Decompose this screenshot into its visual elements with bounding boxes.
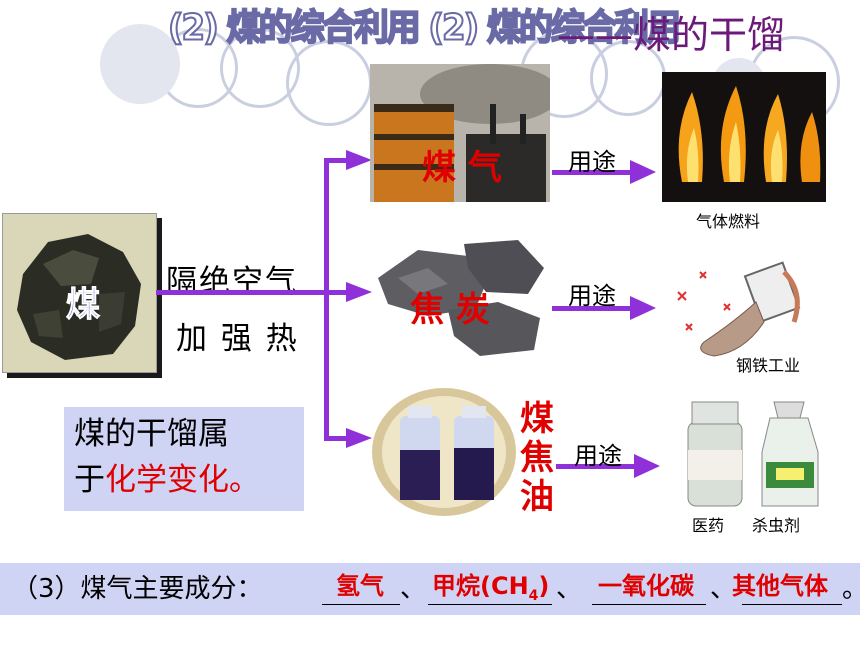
product-coke: 焦 炭 — [410, 290, 490, 330]
gas-composition-prefix: （3）煤气主要成分： — [12, 574, 263, 604]
medicine-pesticide-image — [687, 401, 819, 507]
note-box — [64, 407, 304, 511]
product-coal-tar-char-3: 油 — [520, 477, 554, 517]
separator: 、 — [556, 574, 583, 604]
use-label: 用途 — [568, 148, 616, 176]
blank-underline — [322, 604, 400, 605]
note-line-2: 于化学变化。 — [74, 457, 260, 503]
note-prefix: 于 — [74, 462, 105, 498]
section-title: (2) 煤的综合利用 (2) 煤的综合利用 — [167, 6, 682, 50]
separator: 、 — [710, 574, 737, 604]
answer-carbon-monoxide: 一氧化碳 — [598, 572, 694, 600]
note-line-1: 煤的干馏属 — [74, 416, 229, 452]
blank-underline — [742, 604, 842, 605]
coal-label: 煤 — [66, 285, 101, 326]
answer-methane-sub: 4 — [528, 587, 539, 604]
coal-tar-image — [372, 388, 516, 516]
coal-lump-icon — [17, 234, 141, 360]
coke-image — [378, 240, 544, 356]
use-caption-medicine: 医药 — [692, 516, 725, 535]
answer-methane-close: ) — [538, 572, 550, 600]
product-coal-tar-char-1: 煤 — [520, 399, 554, 439]
steel-pouring-icon — [677, 261, 801, 357]
sentence-end: 。 — [842, 568, 860, 605]
use-caption-steel: 钢铁工业 — [736, 356, 801, 375]
answer-methane-text: 甲烷(CH — [432, 572, 529, 600]
gas-plant-image — [370, 64, 550, 202]
separator: 、 — [400, 574, 427, 604]
section-subtitle: ——煤的干馏 — [557, 13, 786, 57]
use-label: 用途 — [574, 442, 622, 470]
process-condition-2: 加 强 热 — [176, 321, 299, 357]
coal-image — [2, 213, 157, 373]
gas-burner-image — [662, 72, 826, 202]
answer-methane: 甲烷(CH4) — [432, 566, 549, 604]
product-coal-gas: 煤 气 — [422, 148, 502, 188]
use-caption-pesticide: 杀虫剂 — [752, 516, 801, 535]
blank-underline — [428, 604, 552, 605]
gas-composition-bar — [0, 563, 860, 615]
use-label: 用途 — [568, 282, 616, 310]
decor-circle — [100, 24, 180, 104]
product-coal-tar-char-2: 焦 — [520, 438, 554, 478]
note-highlight: 化学变化。 — [105, 462, 260, 498]
use-caption-fuel: 气体燃料 — [696, 212, 761, 231]
answer-hydrogen: 氢气 — [336, 572, 384, 600]
blank-underline — [592, 604, 706, 605]
note-text: 煤的干馏属 于化学变化。 — [74, 411, 260, 503]
answer-other-gases: 其他气体 — [732, 572, 828, 600]
